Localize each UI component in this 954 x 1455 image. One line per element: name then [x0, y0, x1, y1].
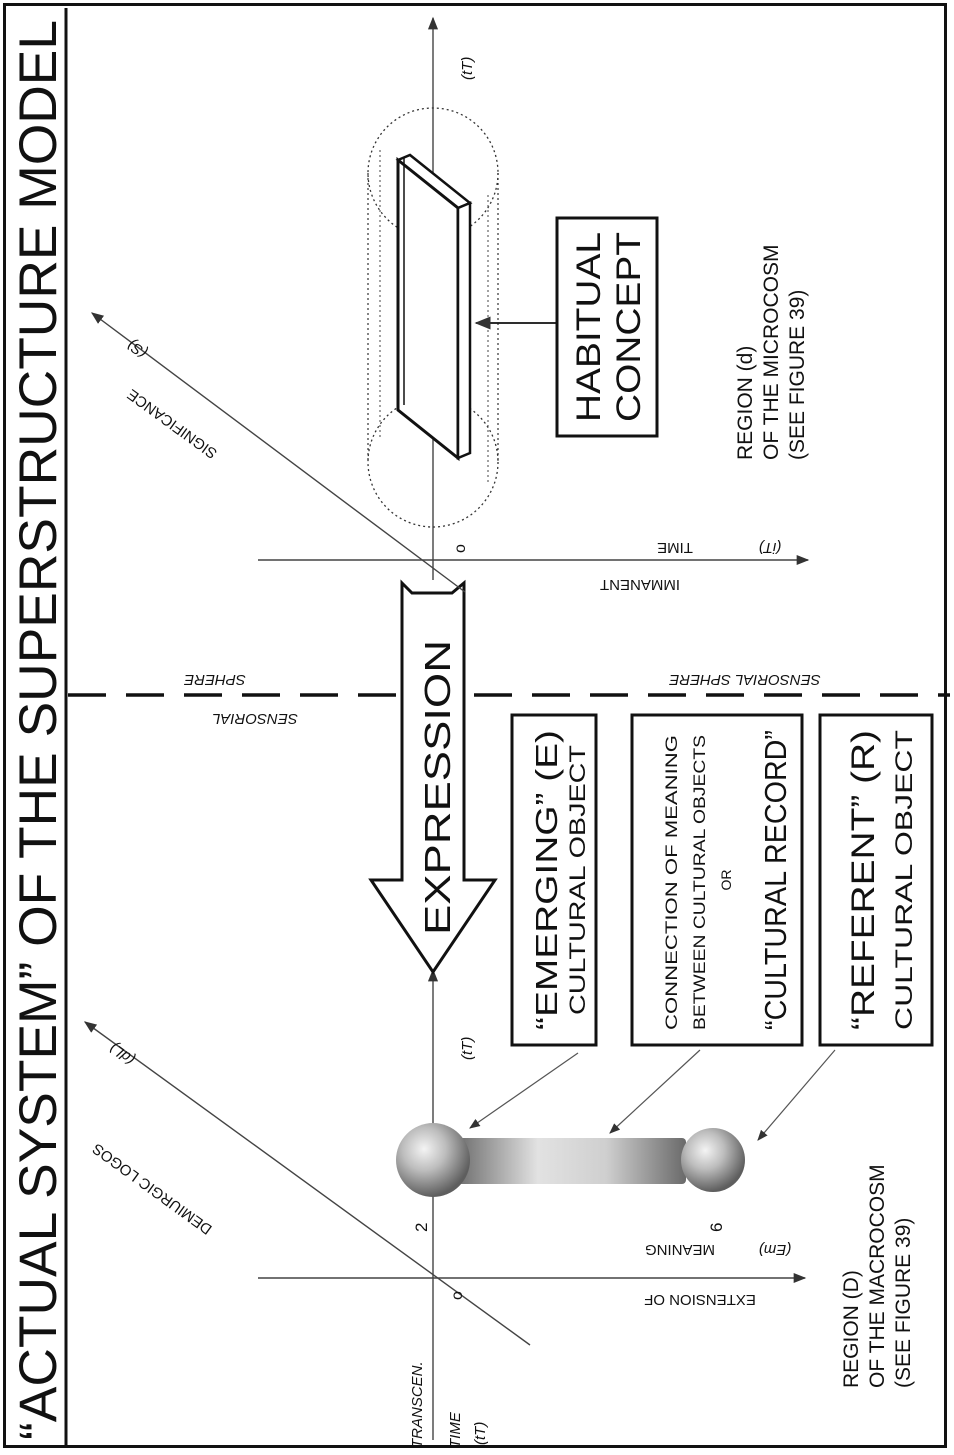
- emerging-pointer: [469, 1052, 579, 1129]
- micro-significance-label: SIGNIFICANCE: [124, 385, 220, 461]
- micro-axis-significance: [90, 312, 466, 593]
- micro-origin: o: [452, 544, 469, 553]
- macro-time-line1: TRANSCEN.: [409, 1361, 426, 1448]
- referent-line2: CULTURAL OBJECT: [891, 730, 918, 1030]
- habitual-line2: CONCEPT: [610, 232, 648, 422]
- referent-line1: “REFERENT” (R): [845, 730, 881, 1030]
- micro-immanent-line1: IMMANENT: [600, 576, 680, 593]
- sensorial-label-left-2: SPHERE: [183, 671, 246, 688]
- emerging-object-sphere: [396, 1123, 470, 1197]
- macro-time-line2: TIME: [447, 1411, 464, 1448]
- macro-tick-6: 6: [707, 1223, 726, 1232]
- habitual-concept-figure: [367, 107, 499, 528]
- emerging-line2: CULTURAL OBJECT: [565, 745, 590, 1015]
- habitual-line1: HABITUAL: [570, 232, 608, 422]
- macro-origin: o: [449, 1291, 466, 1300]
- referent-box: [818, 713, 934, 1047]
- sensorial-label-left-1: SENSORIAL: [212, 710, 298, 727]
- referent-pointer: [757, 1049, 836, 1141]
- micro-immanent-line2: TIME: [657, 539, 693, 556]
- emerging-box: [510, 713, 598, 1047]
- region-macro-line2: OF THE MACROCOSM: [866, 1164, 889, 1388]
- record-line2: BETWEEN CULTURAL OBJECTS: [690, 735, 709, 1030]
- macro-meaning-line2: MEANING: [645, 1241, 715, 1258]
- record-line3: OR: [718, 870, 734, 891]
- macro-axis-logos: [83, 1021, 531, 1346]
- region-micro-line2: OF THE MICROCOSM: [760, 245, 783, 460]
- micro-time-end-label: (tT): [459, 57, 476, 80]
- habitual-concept-box: [555, 216, 659, 438]
- region-micro-line1: REGION (d): [734, 346, 757, 460]
- record-line1: CONNECTION OF MEANING: [662, 735, 681, 1030]
- macro-time-line3: (tT): [472, 1422, 489, 1445]
- expression-arrow: [368, 579, 498, 975]
- slab-side-face: [456, 201, 472, 460]
- record-pointer: [609, 1049, 701, 1134]
- figure-frame: [3, 3, 947, 1448]
- cultural-record-box: [630, 713, 804, 1047]
- micro-immanent-symbol: (iT): [759, 539, 782, 556]
- macro-time-end-label: (tT): [459, 1037, 476, 1060]
- record-line4: “CULTURAL RECORD”: [758, 730, 793, 1030]
- cultural-record-rod: [458, 1138, 686, 1184]
- emerging-line1: “EMERGING” (E): [529, 730, 564, 1030]
- slab-front-face: [396, 156, 460, 462]
- macro-logos-symbol: (dL): [107, 1039, 139, 1068]
- diagram-title: “ACTUAL SYSTEM” OF THE SUPERSTRUCTURE MO…: [9, 20, 68, 1440]
- macro-logos-label: DEMIURGIC LOGOS: [89, 1140, 215, 1238]
- region-micro-line3: (SEE FIGURE 39): [786, 290, 809, 460]
- region-macro-line3: (SEE FIGURE 39): [892, 1218, 915, 1388]
- macro-tick-2: 2: [412, 1223, 431, 1232]
- macro-meaning-line1: EXTENSION OF: [644, 1291, 756, 1308]
- expression-label: EXPRESSION: [417, 640, 458, 935]
- sensorial-label-right: SENSORIAL SPHERE: [668, 671, 820, 688]
- referent-object-sphere: [681, 1128, 745, 1192]
- region-macro-line1: REGION (D): [840, 1270, 863, 1388]
- cultural-object-dumbbell: [396, 1123, 745, 1197]
- macro-meaning-symbol: (Em): [759, 1241, 792, 1258]
